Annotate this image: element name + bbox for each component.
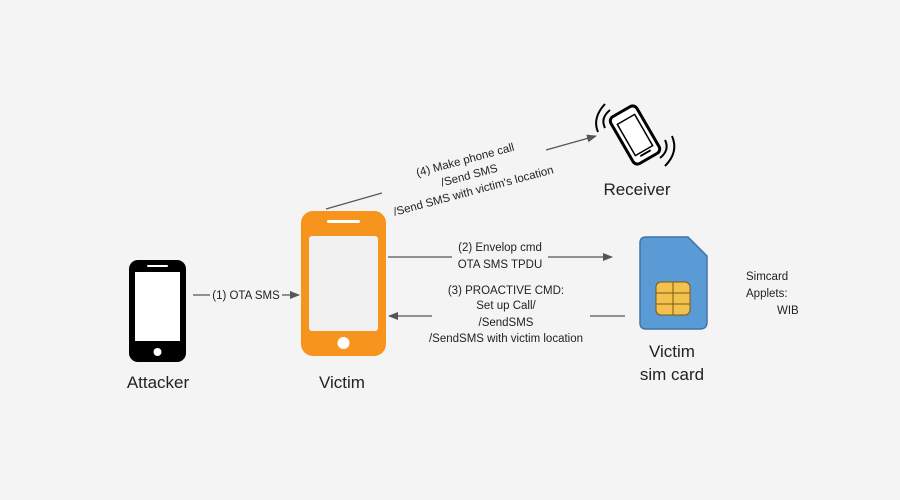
applets-note-line2: Applets: [746, 288, 788, 300]
make-call-arrow [545, 134, 597, 151]
ota-sms-label: (1) OTA SMS [212, 290, 280, 302]
envelop-label-line1: (2) Envelop cmd [458, 242, 542, 254]
sim-card-icon [639, 236, 708, 330]
proactive-label-line3: /SendSMS [479, 317, 534, 329]
applets-note-line1: Simcard [746, 271, 788, 283]
proactive-label-line1: (3) PROACTIVE CMD: [448, 285, 564, 297]
proactive-label-line4: /SendSMS with victim location [429, 333, 583, 345]
make-call-arrow-left-segment [325, 192, 383, 210]
applets-note-line3: WIB [777, 305, 799, 317]
victim-label: Victim [319, 373, 365, 392]
simcard-label-line1: Victim [649, 342, 695, 361]
proactive-label-line2: Set up Call/ [476, 300, 536, 312]
attacker-phone-icon [129, 260, 186, 362]
receiver-phone-icon [595, 103, 676, 167]
envelop-label-line2: OTA SMS TPDU [458, 259, 543, 271]
attacker-label: Attacker [127, 373, 190, 392]
receiver-label: Receiver [603, 180, 670, 199]
victim-phone-icon [301, 211, 386, 356]
simcard-label-line2: sim card [640, 365, 704, 384]
